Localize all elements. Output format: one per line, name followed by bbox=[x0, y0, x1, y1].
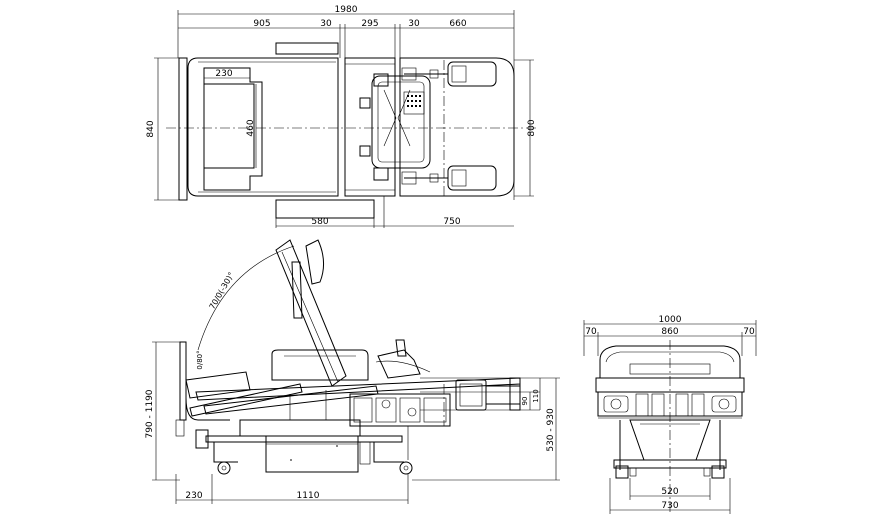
dim-right-height: 800 bbox=[527, 119, 537, 136]
dim-seg2: 30 bbox=[320, 19, 332, 29]
dim-pad-width: 230 bbox=[215, 69, 232, 79]
dim-seg4: 30 bbox=[408, 19, 420, 29]
dim-left-offset: 70 bbox=[585, 327, 597, 337]
dim-base-outer: 730 bbox=[661, 501, 678, 511]
top-view: 1980 905 30 295 30 660 840 230 460 bbox=[146, 5, 537, 228]
dim-small-2: 110 bbox=[532, 389, 540, 402]
dim-front-offset: 230 bbox=[185, 491, 202, 501]
dim-small-1: 90 bbox=[521, 397, 529, 406]
dim-height-range: 790 - 1190 bbox=[145, 389, 155, 438]
dim-seg3: 295 bbox=[361, 19, 378, 29]
dim-right-offset: 70 bbox=[743, 327, 755, 337]
dim-seg1: 905 bbox=[253, 19, 270, 29]
dim-base-inner: 520 bbox=[661, 487, 678, 497]
dim-bottom-left: 580 bbox=[311, 217, 328, 227]
dim-base-length: 1110 bbox=[297, 491, 320, 501]
dim-width: 840 bbox=[146, 120, 156, 137]
dim-total-width: 1000 bbox=[659, 315, 682, 325]
dim-back-angle: 70/0(-30)° bbox=[208, 271, 236, 311]
dim-leg-angle: 0/80° bbox=[196, 350, 204, 369]
dim-overall-length: 1980 bbox=[335, 5, 358, 15]
side-view: 790 - 1190 70/0(-30)° 0/80° bbox=[145, 239, 560, 504]
dim-seat-height: 530 - 930 bbox=[546, 408, 556, 452]
dim-bottom-right: 750 bbox=[443, 217, 460, 227]
dim-inner-width: 860 bbox=[661, 327, 678, 337]
front-view: 1000 70 860 70 bbox=[583, 315, 757, 514]
dim-seg5: 660 bbox=[449, 19, 466, 29]
